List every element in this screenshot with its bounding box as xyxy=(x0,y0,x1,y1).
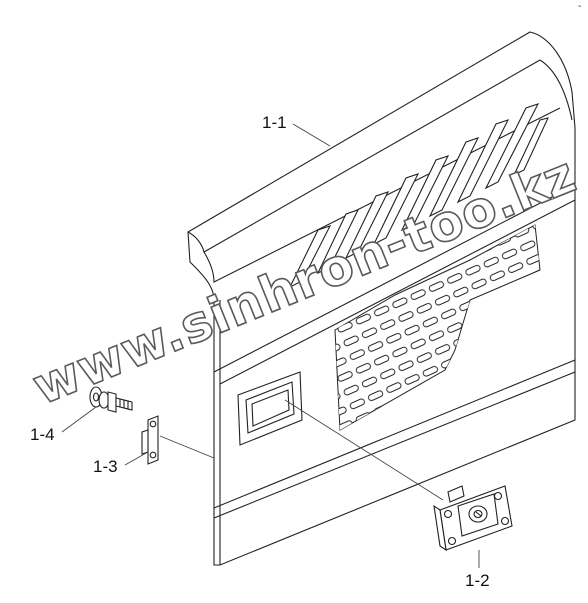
callout-1-3: 1-3 xyxy=(93,457,118,476)
louvre xyxy=(512,117,549,177)
panel-mid-bevel-2 xyxy=(219,199,576,385)
latch-screw xyxy=(447,536,457,546)
leader-lines xyxy=(61,123,480,568)
latch-tab xyxy=(447,485,465,503)
corner-mark: - xyxy=(578,1,581,12)
panel-mid-bevel xyxy=(213,184,576,373)
latch-screw xyxy=(493,491,503,501)
louvre xyxy=(288,225,332,289)
handle-recess xyxy=(237,371,303,446)
panel-bottom-skirt xyxy=(213,359,576,509)
washer-hole xyxy=(92,392,100,402)
bracket-hole xyxy=(149,420,157,428)
louvre xyxy=(344,191,390,260)
bolt-head xyxy=(107,391,117,413)
louvre xyxy=(428,137,480,218)
louvre xyxy=(484,103,540,190)
latch-screw xyxy=(500,516,510,526)
panel-bottom-skirt-2 xyxy=(213,371,576,519)
latch-screw xyxy=(443,509,453,519)
bracket-flange xyxy=(141,429,149,455)
bracket-part xyxy=(141,415,159,465)
panel-top-edge xyxy=(187,59,541,253)
leader-1-3b xyxy=(159,435,215,459)
callout-1-2: 1-2 xyxy=(465,571,490,590)
recess-inner-2 xyxy=(251,389,290,427)
bolt-thread xyxy=(119,399,129,409)
panel-curve-line xyxy=(203,107,561,283)
leader-1-4 xyxy=(61,406,97,433)
louvre xyxy=(400,155,450,232)
leader-1-1 xyxy=(292,123,331,147)
latch-assembly xyxy=(433,485,513,552)
leader-1-3 xyxy=(124,451,149,466)
louvre xyxy=(372,173,420,246)
panel-right-edge xyxy=(539,59,573,121)
louvre-vents xyxy=(288,103,549,289)
lock-key-slot xyxy=(475,511,482,517)
bracket-hole xyxy=(149,451,157,459)
callout-1-4: 1-4 xyxy=(30,425,55,444)
louvre xyxy=(316,209,360,275)
bolt-washer-set xyxy=(89,386,133,413)
latch-plate-side xyxy=(433,504,447,552)
louvre xyxy=(456,119,510,204)
leader-1-2b xyxy=(284,399,444,501)
callout-1-1: 1-1 xyxy=(262,113,287,132)
